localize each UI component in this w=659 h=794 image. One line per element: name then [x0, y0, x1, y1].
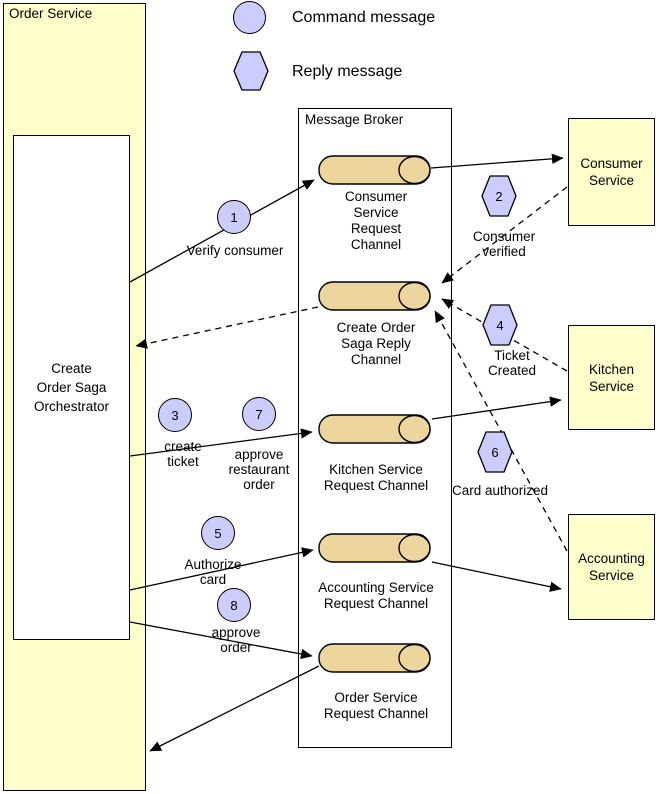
reply-6-number: 6 [491, 444, 499, 460]
order-service-request-channel [318, 643, 432, 673]
reply-6-label: Card authorized [451, 483, 549, 498]
command-7-number: 7 [255, 406, 263, 422]
channel-cylinder-icon [318, 414, 431, 444]
channel-cylinder-icon [318, 281, 431, 311]
legend-command-circle-icon [233, 1, 266, 34]
kitchen-service-box: Kitchen Service [568, 325, 655, 430]
orchestrator-label: Create Order Saga Orchestrator [33, 361, 110, 414]
hexagon-shape [482, 304, 518, 346]
arrow-reply-channel-to-orchestrator [135, 306, 319, 349]
create-order-saga-reply-channel [318, 281, 432, 311]
command-5-circle-icon: 5 [201, 516, 235, 550]
reply-4-hexagon-icon: 4 [482, 304, 518, 346]
command-8-label: approve order [211, 625, 261, 655]
consumer-channel-label: Consumer Service Request Channel [344, 189, 408, 252]
accounting-service-request-channel [318, 533, 432, 563]
legend-reply-hexagon-icon [233, 51, 269, 93]
hexagon-shape [481, 175, 517, 217]
reply-2-hexagon-icon: 2 [481, 175, 517, 217]
command-3-label: create ticket [164, 439, 202, 469]
reply-2-number: 2 [495, 188, 503, 204]
accounting-service-box: Accounting Service [568, 514, 655, 620]
command-1-label: Verify consumer [186, 243, 284, 258]
order-channel-label: Order Service Request Channel [323, 690, 429, 721]
command-3-circle-icon: 3 [158, 398, 192, 432]
arrow-order-channel-to-order-service [149, 665, 320, 752]
command-1-number: 1 [230, 209, 238, 225]
consumer-service-request-channel [318, 155, 432, 185]
command-8-number: 8 [230, 597, 238, 613]
hexagon-shape [477, 431, 513, 473]
hexagon-shape [233, 51, 269, 91]
reply-4-label: Ticket Created [487, 348, 537, 378]
channel-cylinder-icon [318, 155, 431, 185]
kitchen-service-request-channel [318, 414, 432, 444]
command-7-label: approve restaurant order [228, 447, 290, 492]
command-5-number: 5 [214, 525, 222, 541]
order-service-title: Order Service [9, 6, 93, 21]
accounting-channel-label: Accounting Service Request Channel [318, 580, 434, 611]
consumer-service-label: Consumer Service [580, 156, 643, 188]
command-3-number: 3 [171, 407, 179, 423]
orchestrator-box: Create Order Saga Orchestrator [13, 135, 130, 640]
reply-channel-label: Create Order Saga Reply Channel [336, 320, 416, 367]
channel-cylinder-icon [318, 643, 431, 673]
reply-6-hexagon-icon: 6 [477, 431, 513, 473]
message-broker-title: Message Broker [305, 112, 404, 127]
arrow-orchestrator-to-consumer-channel [129, 179, 315, 283]
legend-reply-label: Reply message [292, 63, 403, 80]
kitchen-channel-label: Kitchen Service Request Channel [323, 462, 429, 493]
consumer-service-box: Consumer Service [568, 118, 655, 226]
command-7-circle-icon: 7 [242, 397, 276, 431]
channel-cylinder-icon [318, 533, 431, 563]
legend-command-label: Command message [292, 9, 436, 26]
command-1-circle-icon: 1 [217, 200, 251, 234]
reply-4-number: 4 [496, 317, 504, 333]
kitchen-service-label: Kitchen Service [588, 361, 635, 394]
reply-2-label: Consumer verified [472, 229, 536, 259]
command-8-circle-icon: 8 [217, 588, 251, 622]
command-5-label: Authorize card [184, 557, 242, 587]
accounting-service-label: Accounting Service [578, 551, 645, 583]
